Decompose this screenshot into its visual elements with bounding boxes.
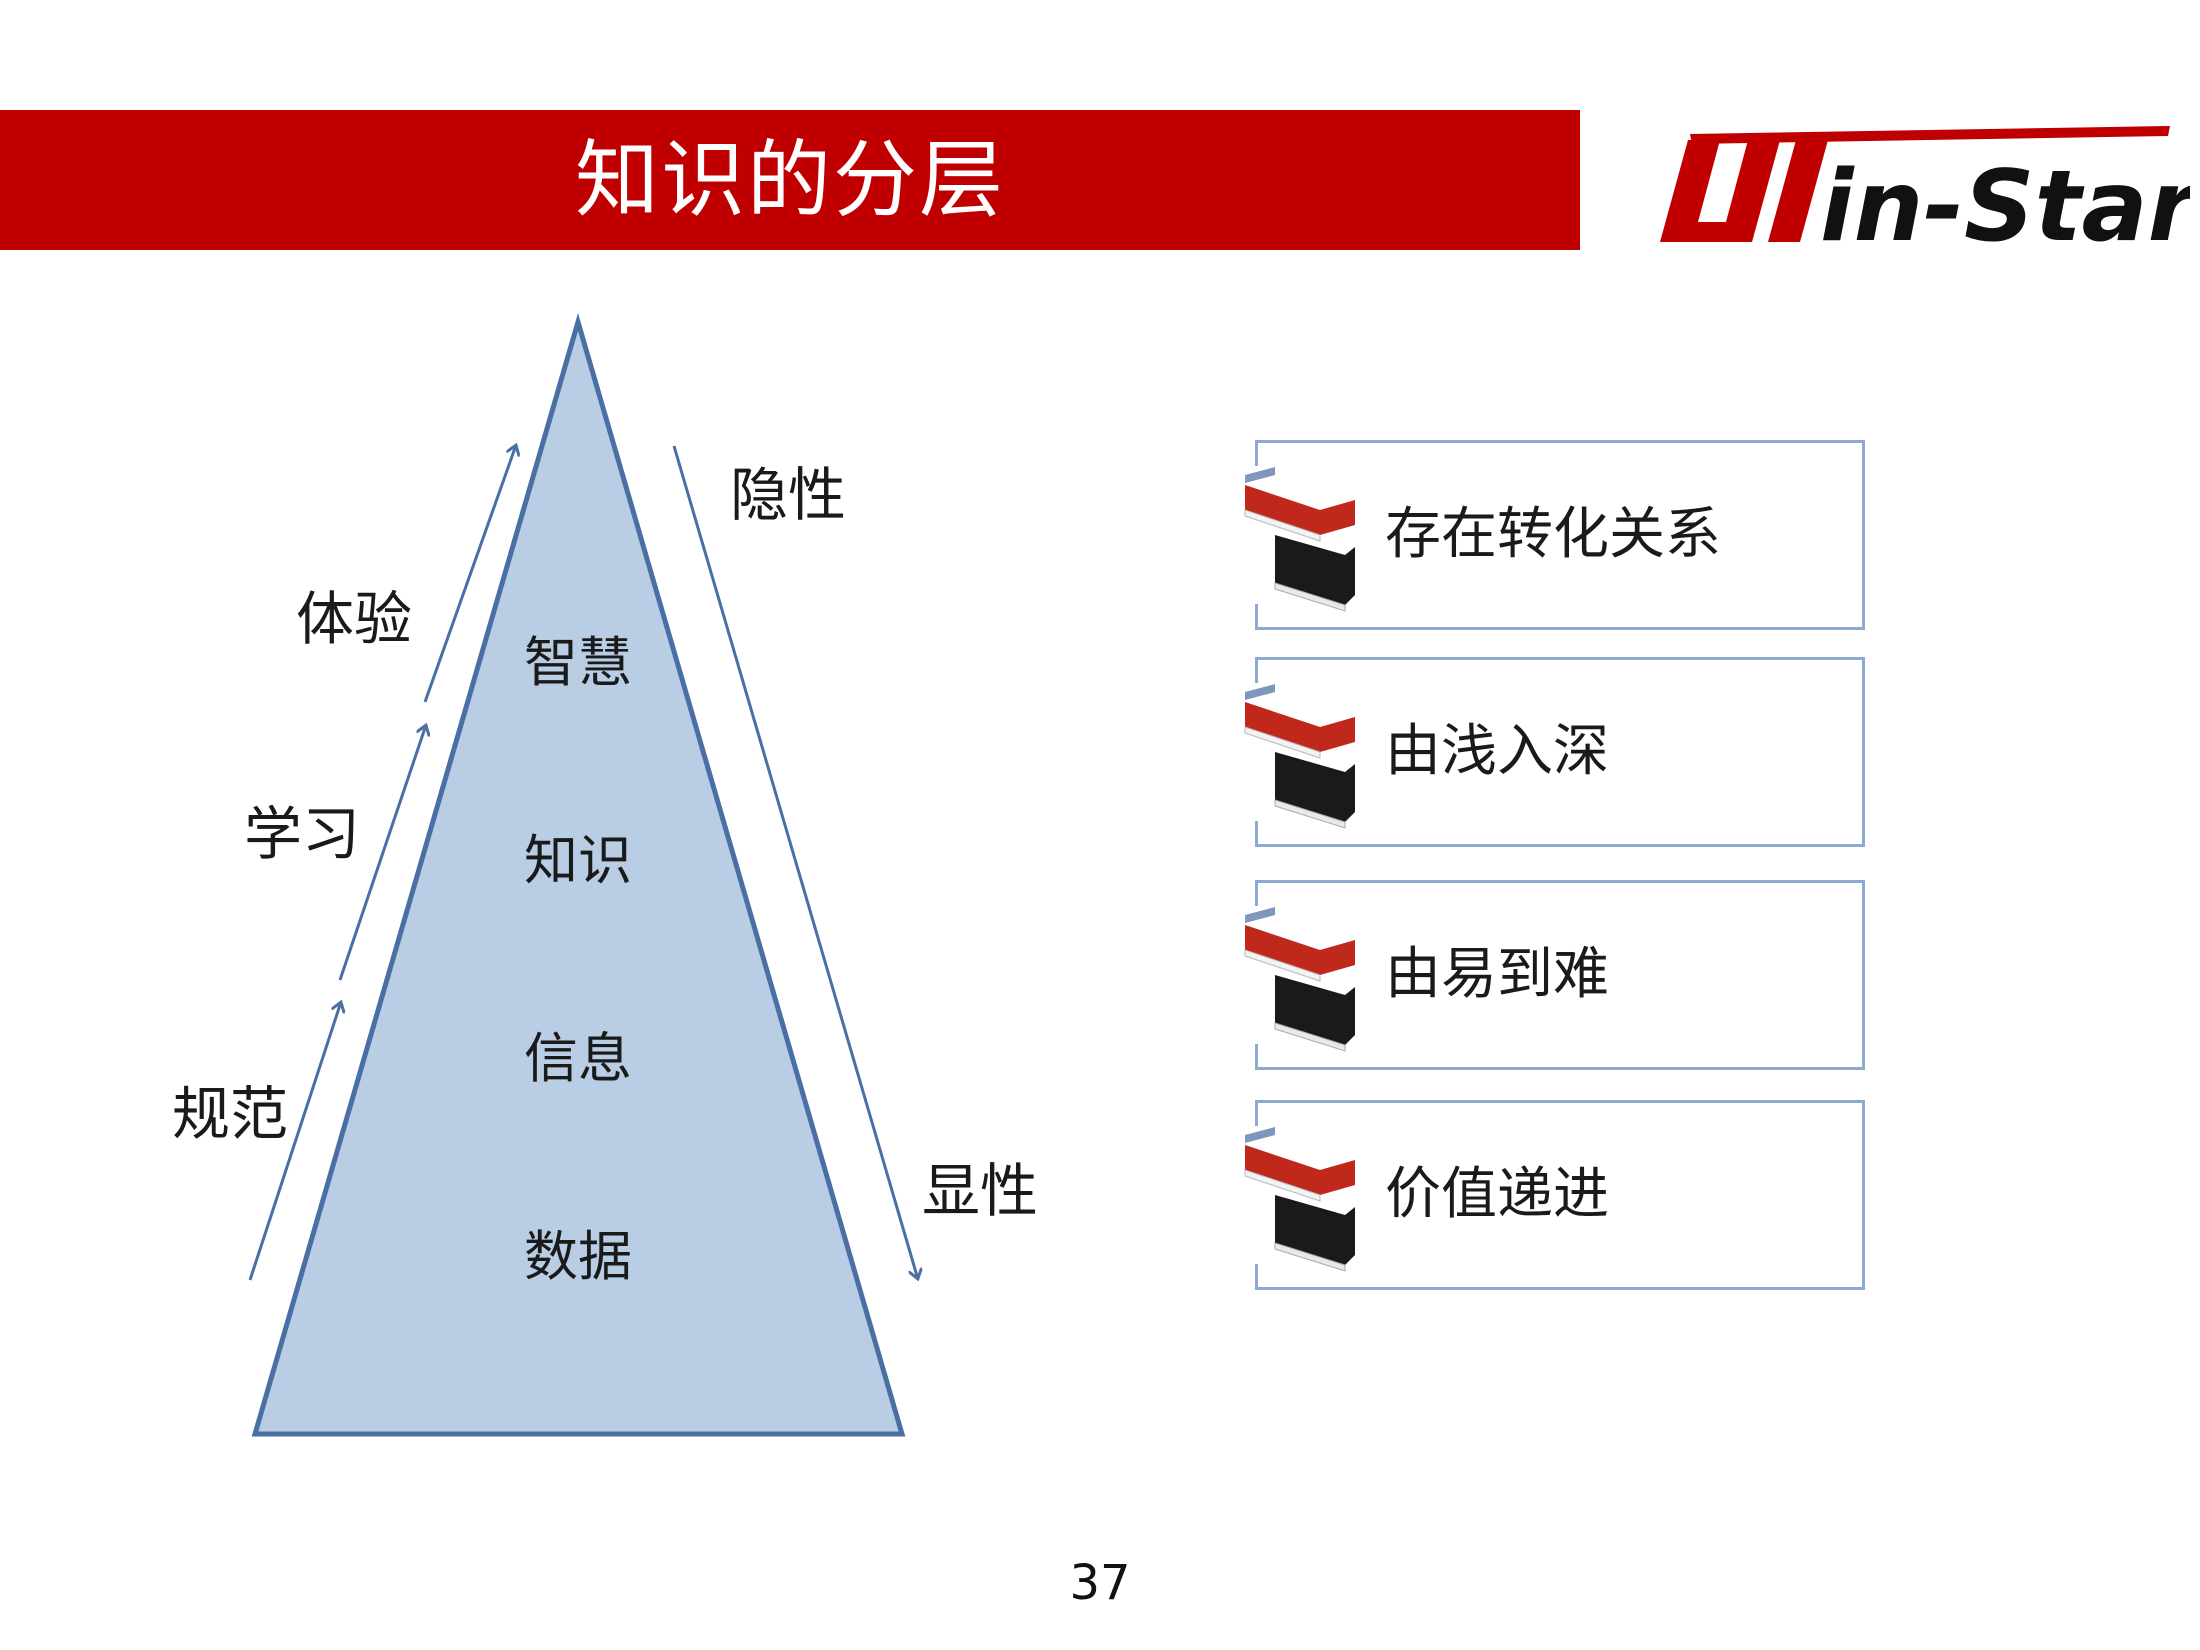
label-tacit: 隐性 [730,461,847,529]
arrow-guifan [248,1005,340,1281]
page-number: 37 [1069,1555,1131,1611]
svg-text:in-Star: in-Star [1820,150,2190,262]
card-item: 价值递进 [1244,1100,1865,1290]
arrow-xuexi [338,728,425,981]
arrow-tiyan [423,448,515,703]
level-knowledge: 知识 [524,829,632,892]
arrow-tacit-to-explicit [672,445,917,1276]
pyramid-shape [251,313,906,1437]
level-data: 数据 [524,1225,632,1288]
card-text: 价值递进 [1385,1162,1609,1227]
page-title: 知识的分层 [574,131,1005,229]
title-bar: 知识的分层 [0,110,1580,250]
books-icon [1244,684,1355,829]
step-label-xuexi: 学习 [244,800,361,868]
books-icon [1244,1127,1355,1272]
level-wisdom: 智慧 [524,631,632,694]
step-label-guifan: 规范 [172,1080,289,1148]
card-item: 存在转化关系 [1244,440,1865,630]
books-icon [1244,467,1355,612]
card-text: 存在转化关系 [1385,502,1721,567]
card-item: 由易到难 [1244,880,1865,1070]
books-icon [1244,907,1355,1052]
card-text: 由浅入深 [1385,719,1609,784]
card-text: 由易到难 [1385,942,1609,1007]
card-item: 由浅入深 [1244,657,1865,847]
label-explicit: 显性 [922,1157,1039,1225]
win-star-logo: in-Star [1660,126,2190,262]
level-information: 信息 [524,1027,632,1090]
step-label-tiyan: 体验 [296,585,413,653]
